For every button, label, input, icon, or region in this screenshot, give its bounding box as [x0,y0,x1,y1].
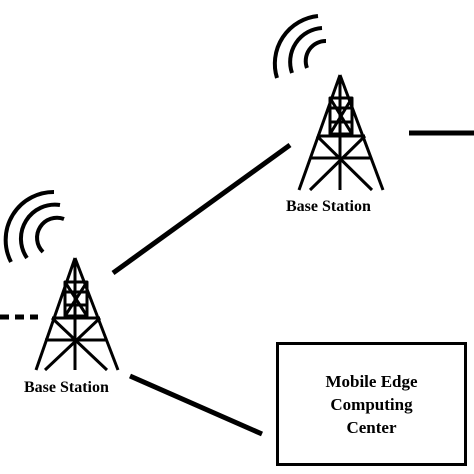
base-station-top [272,14,385,192]
link-bs-left-to-mec [128,373,264,437]
base-station-label-top: Base Station [286,198,371,215]
mec-label-line-2: Computing [330,394,413,414]
base-station-left [3,189,120,372]
radio-waves-icon [272,14,327,79]
mec-label-line-1: Mobile Edge [325,371,418,391]
cell-tower-icon [297,74,385,192]
mec-label-line-3: Center [346,417,397,437]
radio-waves-icon [3,189,65,263]
base-station-label-left: Base Station [24,379,109,396]
link-bs-left-to-bs-top [111,142,292,276]
mec-center-label: Mobile Edge Computing Center [325,370,417,439]
cell-tower-icon [34,257,120,372]
mec-center-box: Mobile Edge Computing Center [276,342,467,466]
